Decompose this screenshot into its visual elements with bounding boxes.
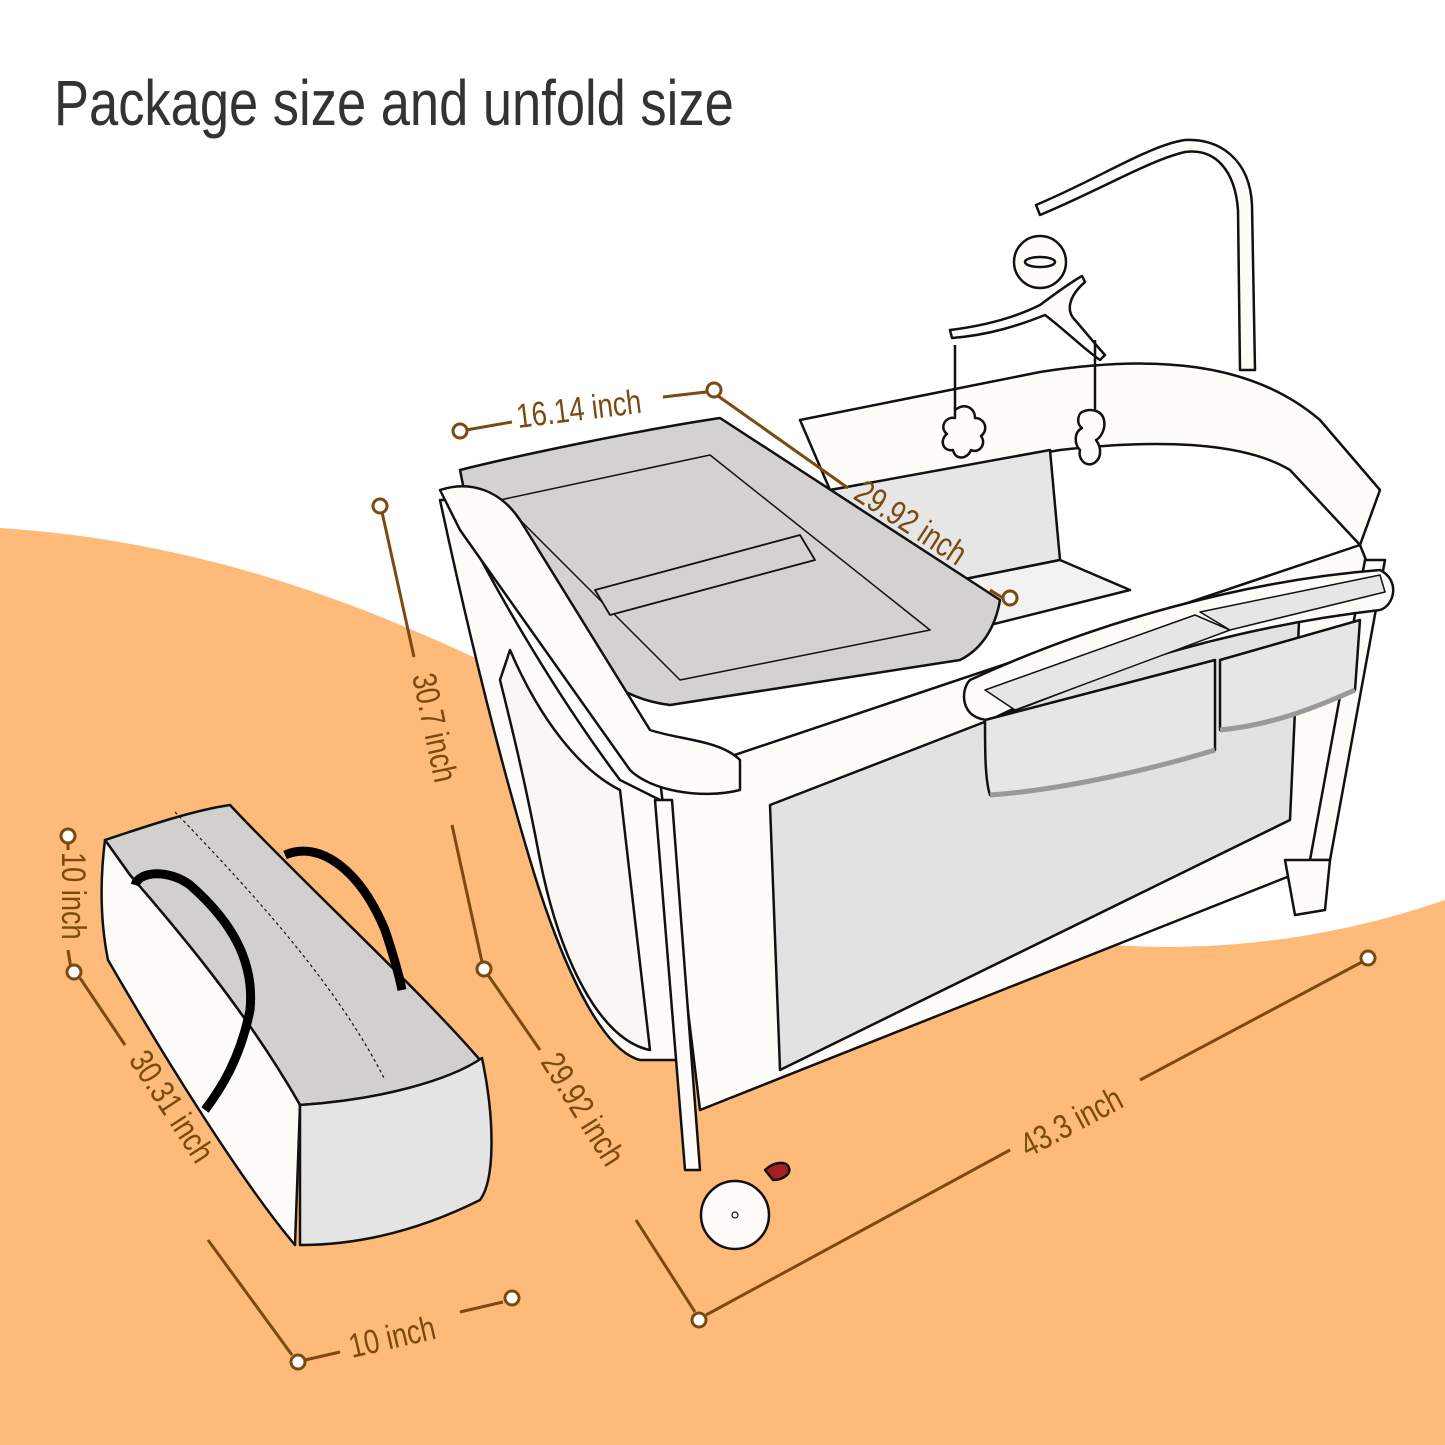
page-title: Package size and unfold size <box>54 67 734 139</box>
crib-right-foot <box>1283 858 1332 917</box>
dim-endpoint-icon <box>1359 949 1377 967</box>
dimension-annotations <box>59 381 1377 1371</box>
dim-endpoint-icon <box>451 422 469 440</box>
bear-toy-icon <box>1074 408 1106 466</box>
dim-endpoint-icon <box>1001 589 1019 607</box>
carry-bag-end <box>298 1056 493 1247</box>
carry-bag-strap-back-icon <box>283 846 407 991</box>
dim-endpoint-icon <box>475 960 493 978</box>
crib-wheel-icon <box>699 1179 771 1251</box>
dim-endpoint-icon <box>59 827 77 845</box>
crib-back-rail <box>798 362 1382 547</box>
wheel-brake-pedal-icon <box>763 1161 791 1182</box>
dim-endpoint-icon <box>503 1289 521 1307</box>
crib-illustration <box>438 138 1395 1251</box>
dim-endpoint-icon <box>371 497 389 515</box>
crib-end-mesh-drape <box>498 648 652 1052</box>
crib-front-left-leg <box>653 798 702 1172</box>
changing-table-inner <box>499 454 931 681</box>
carry-bag-seam <box>174 811 386 1081</box>
mobile-hanger-icon <box>948 274 1107 362</box>
mobile-arm-icon <box>1034 138 1257 372</box>
carry-bag-strap-front-icon <box>130 869 256 1113</box>
changing-table-headrest <box>594 534 816 616</box>
mobile-music-box-icon <box>1012 234 1068 290</box>
dim-endpoint-icon <box>289 1353 307 1371</box>
dim-endpoint-icon <box>705 381 723 399</box>
dim-label-bag-height: 10 inch <box>54 852 93 940</box>
flower-toy-icon <box>941 405 987 459</box>
dim-label-changer-width: 16.14 inch <box>514 382 643 436</box>
dim-endpoint-icon <box>690 1311 708 1329</box>
carry-bag-side <box>100 838 302 1247</box>
dim-endpoint-icon <box>65 963 83 981</box>
changing-table-frame <box>438 485 742 796</box>
carry-bag-illustration <box>100 803 493 1247</box>
